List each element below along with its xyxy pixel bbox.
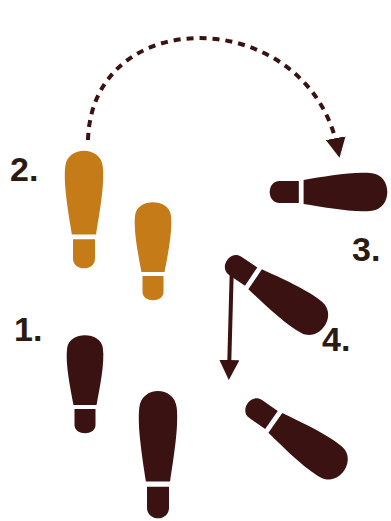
callout-number: 1. xyxy=(14,312,42,346)
orange-footprints xyxy=(65,151,172,301)
callout-number: 4. xyxy=(322,322,350,356)
swing-arrow xyxy=(88,38,338,150)
dark-footprints xyxy=(67,173,388,519)
callout-number: 2. xyxy=(10,152,38,186)
step-arrow xyxy=(229,262,232,372)
callout-number: 3. xyxy=(352,232,380,266)
